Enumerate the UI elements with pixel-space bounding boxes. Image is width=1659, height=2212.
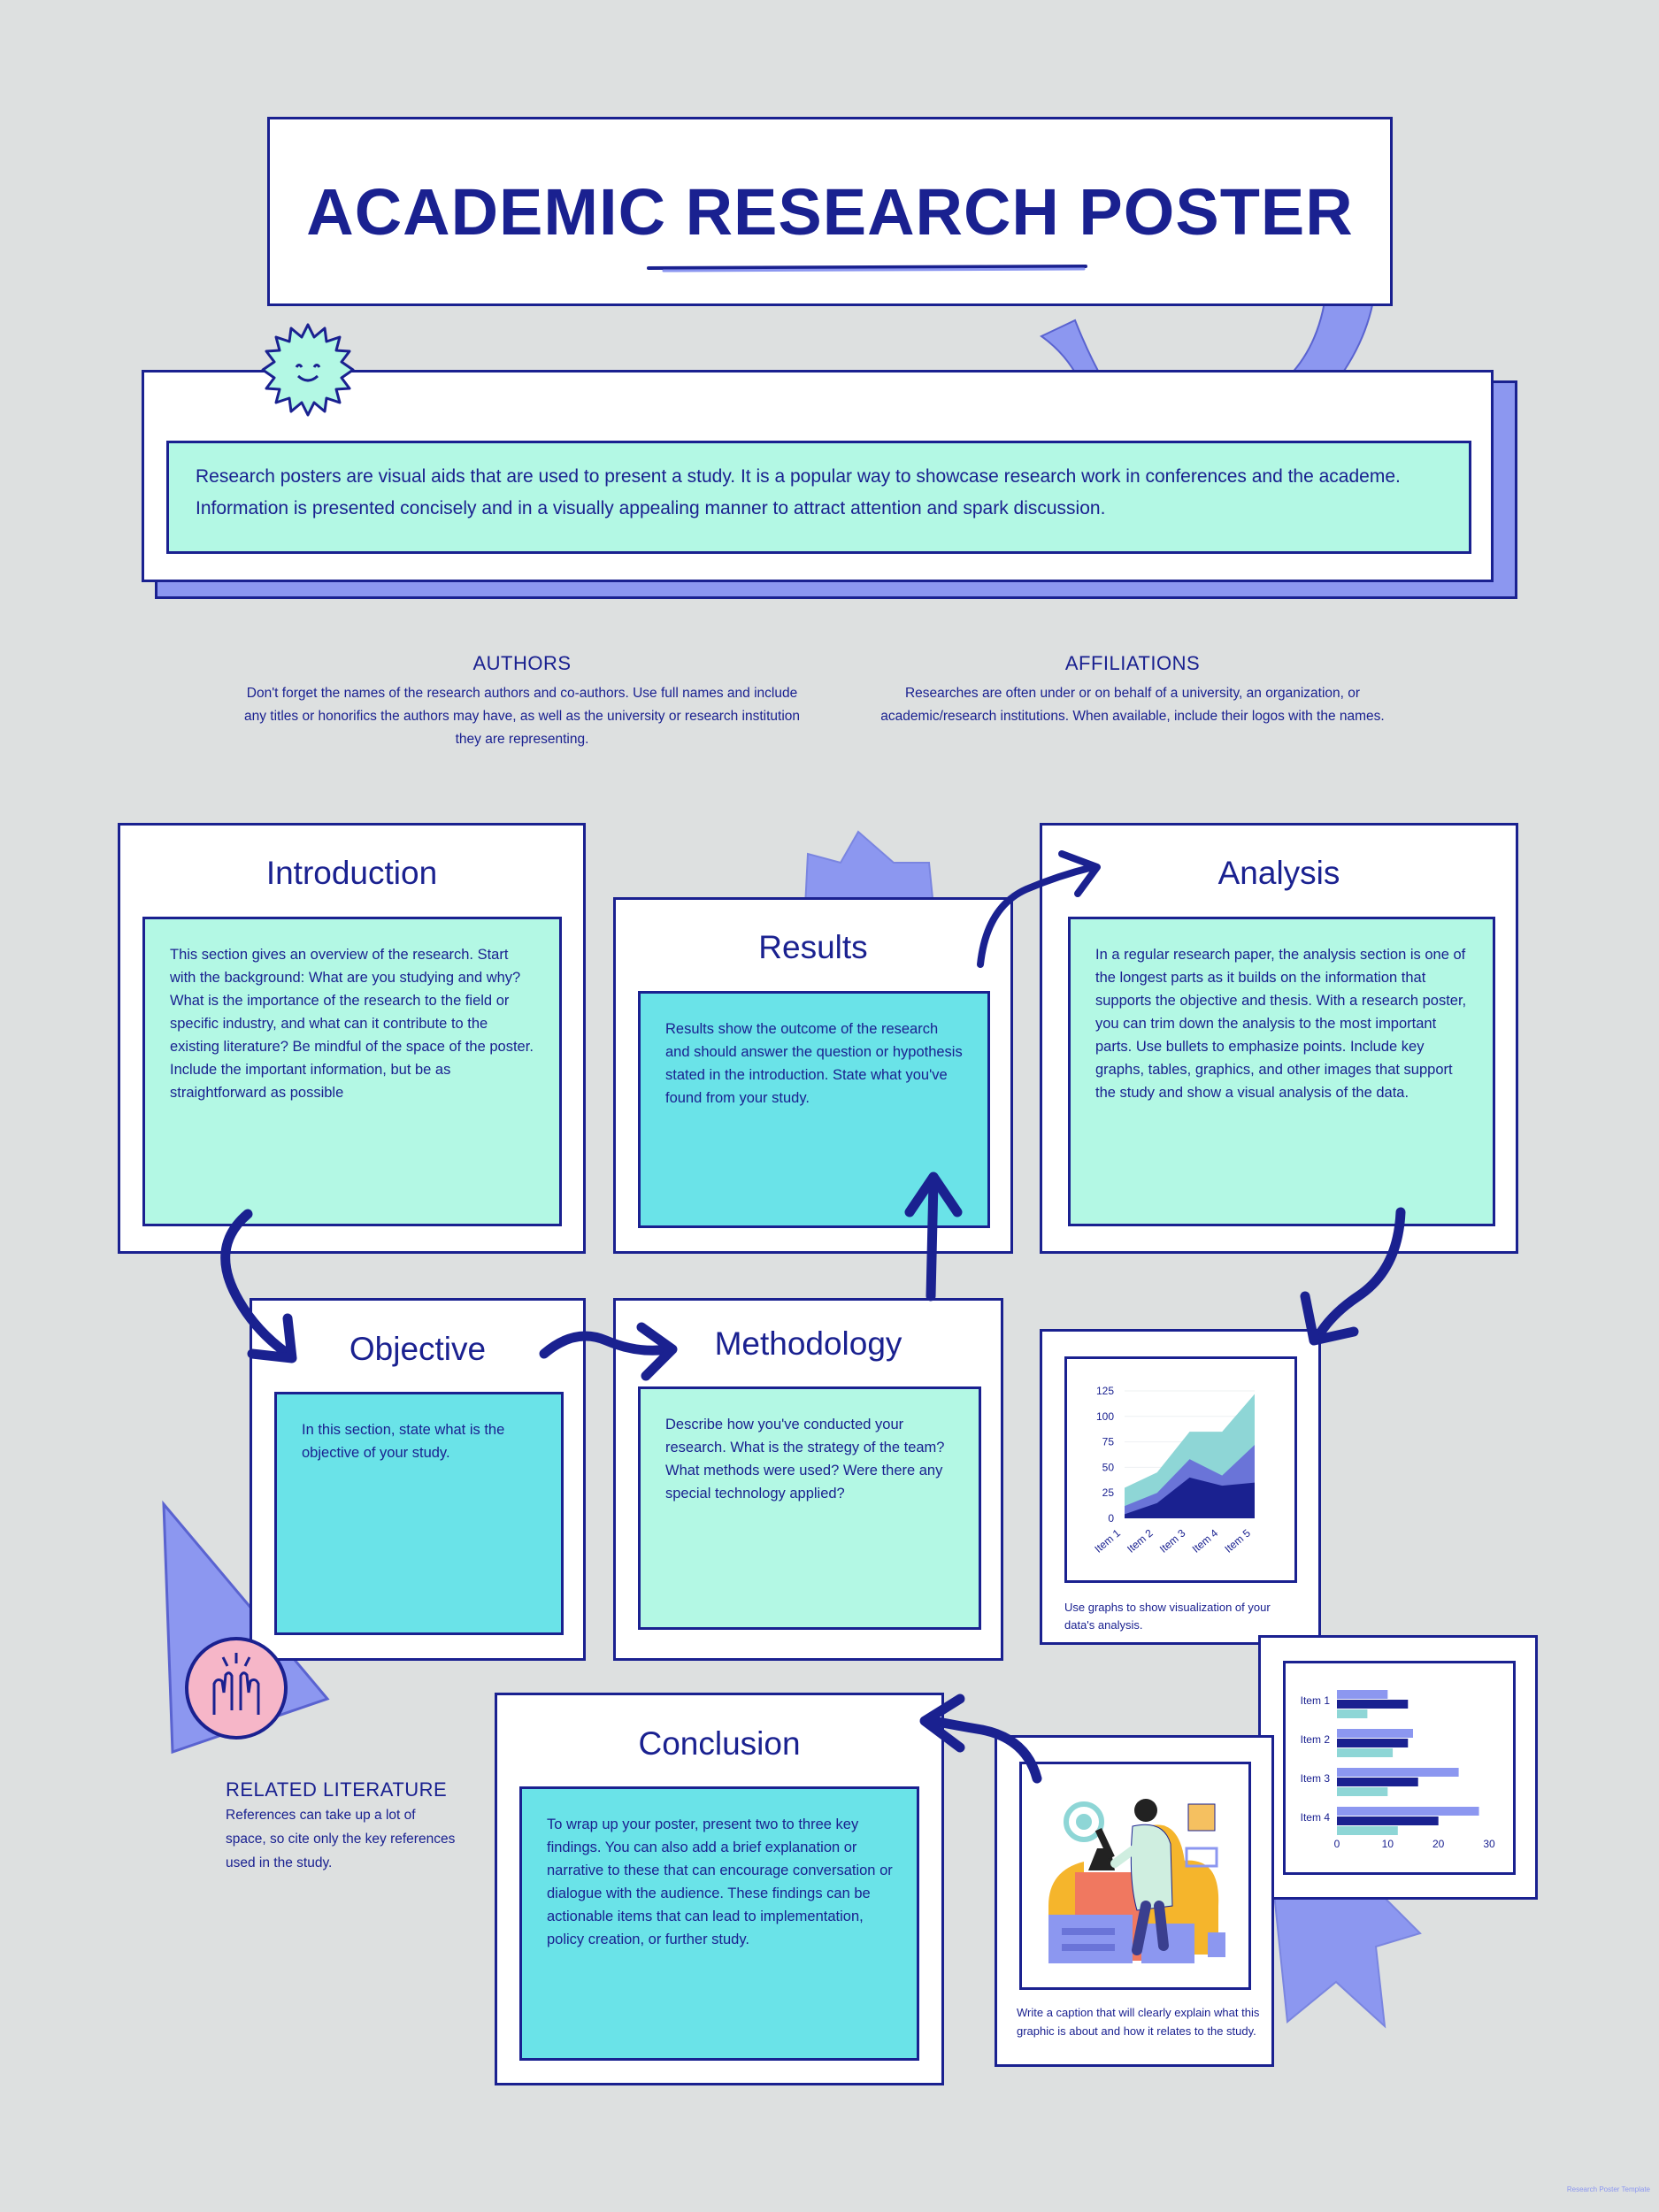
bar-series-2 [1337, 1700, 1409, 1709]
area-x-tick: Item 3 [1157, 1526, 1188, 1555]
related-literature-heading: RELATED LITERATURE [226, 1778, 448, 1801]
objective-box: In this section, state what is the objec… [274, 1392, 564, 1635]
image-caption: Write a caption that will clearly explai… [1017, 2006, 1260, 2038]
analysis-text: In a regular research paper, the analysi… [1095, 947, 1467, 1101]
title-underline [647, 265, 1087, 273]
footer-text: Research Poster Template [1566, 2185, 1650, 2193]
bar-series-1 [1337, 1768, 1459, 1777]
bar-series-2 [1337, 1816, 1439, 1825]
area-y-tick: 75 [1102, 1436, 1115, 1448]
bar-category-label: Item 2 [1301, 1733, 1331, 1746]
scientist-microscope-illustration [1048, 1799, 1225, 1963]
area-y-tick: 100 [1096, 1410, 1114, 1423]
bar-series-3 [1337, 1748, 1394, 1757]
introduction-box: This section gives an overview of the re… [142, 917, 562, 1226]
methodology-card: Methodology Describe how you've conducte… [613, 1298, 1003, 1661]
bar-chart: Item 1 Item 2 Item 3 Item 4 0 10 20 30 [1301, 1690, 1495, 1850]
bar-series-1 [1337, 1807, 1479, 1816]
methodology-title: Methodology [714, 1325, 902, 1362]
introduction-title: Introduction [265, 855, 438, 891]
area-x-tick: Item 1 [1092, 1526, 1123, 1555]
conclusion-text: To wrap up your poster, present two to t… [547, 1816, 893, 1947]
intro-text: Research posters are visual aids that ar… [196, 466, 1401, 518]
arrow-analysis-to-chart [1300, 1207, 1406, 1346]
bar-series-2 [1337, 1739, 1409, 1747]
analysis-title: Analysis [1217, 855, 1340, 891]
conclusion-box: To wrap up your poster, present two to t… [519, 1786, 919, 2061]
arrow-image-to-conclusion [919, 1694, 1042, 1784]
affiliations-heading: AFFILIATIONS [1064, 652, 1201, 674]
area-series-3 [1125, 1477, 1255, 1518]
methodology-box: Describe how you've conducted your resea… [638, 1386, 981, 1630]
bar-series-1 [1337, 1690, 1388, 1699]
bar-series-3 [1337, 1826, 1398, 1835]
bar-series-3 [1337, 1787, 1388, 1796]
related-literature-text: References can take up a lot of space, s… [226, 1808, 456, 1870]
objective-title: Objective [349, 1331, 487, 1367]
conclusion-title: Conclusion [638, 1725, 801, 1762]
sun-sticker-icon [261, 323, 355, 417]
area-x-tick: Item 2 [1125, 1526, 1156, 1555]
illustration-frame [1019, 1762, 1251, 1990]
area-y-tick: 50 [1102, 1461, 1115, 1473]
area-y-tick: 125 [1096, 1385, 1114, 1397]
conclusion-card: Conclusion To wrap up your poster, prese… [495, 1693, 944, 2085]
arrow-methodology-to-results [904, 1171, 963, 1302]
methodology-text: Describe how you've conducted your resea… [665, 1417, 945, 1502]
objective-text: In this section, state what is the objec… [302, 1422, 505, 1461]
area-x-tick: Item 5 [1222, 1526, 1253, 1555]
bar-series-3 [1337, 1709, 1368, 1718]
decor-star-bottom [1272, 1893, 1422, 2029]
analysis-box: In a regular research paper, the analysi… [1068, 917, 1495, 1226]
bar-series-2 [1337, 1778, 1418, 1786]
results-text: Results show the outcome of the research… [665, 1021, 963, 1106]
analysis-card: Analysis In a regular research paper, th… [1040, 823, 1518, 1254]
intro-panel: Research posters are visual aids that ar… [142, 370, 1494, 582]
objective-card: Objective In this section, state what is… [250, 1298, 586, 1661]
title-box: ACADEMIC RESEARCH POSTER [267, 117, 1393, 306]
intro-box: Research posters are visual aids that ar… [166, 441, 1471, 554]
bar-chart-frame: Item 1 Item 2 Item 3 Item 4 0 10 20 30 [1283, 1661, 1516, 1875]
bar-x-tick: 30 [1483, 1838, 1495, 1850]
affiliations-text: Researches are often under or on behalf … [880, 686, 1385, 724]
authors-block: AUTHORS Don't forget the names of the re… [239, 652, 805, 751]
arrow-objective-to-methodology [539, 1322, 678, 1381]
results-card: Results Results show the outcome of the … [613, 897, 1013, 1254]
hands-sticker-icon [185, 1637, 288, 1740]
authors-heading: AUTHORS [472, 652, 572, 674]
bar-category-label: Item 4 [1301, 1811, 1331, 1824]
decor-star-top [803, 830, 935, 908]
area-y-tick: 25 [1102, 1486, 1115, 1499]
introduction-card: Introduction This section gives an overv… [118, 823, 586, 1254]
image-card: Write a caption that will clearly explai… [995, 1735, 1274, 2067]
arrow-results-to-analysis [977, 850, 1101, 968]
bar-chart-card: Item 1 Item 2 Item 3 Item 4 0 10 20 30 [1258, 1635, 1538, 1900]
bar-x-tick: 0 [1334, 1838, 1340, 1850]
area-chart-caption: Use graphs to show visualization of your… [1064, 1601, 1271, 1632]
bar-category-label: Item 1 [1301, 1694, 1331, 1707]
affiliations-block: AFFILIATIONS Researches are often under … [863, 652, 1402, 728]
bar-category-label: Item 3 [1301, 1772, 1331, 1785]
results-title: Results [758, 929, 868, 965]
bar-series-1 [1337, 1729, 1413, 1738]
arrow-intro-to-objective [220, 1209, 297, 1363]
related-literature-block: RELATED LITERATURE References can take u… [226, 1778, 456, 1875]
introduction-text: This section gives an overview of the re… [170, 947, 534, 1101]
authors-text: Don't forget the names of the research a… [243, 686, 801, 747]
bar-x-tick: 10 [1382, 1838, 1394, 1850]
bar-x-tick: 20 [1432, 1838, 1445, 1850]
area-x-tick: Item 4 [1190, 1526, 1221, 1555]
area-y-tick: 0 [1108, 1512, 1114, 1525]
poster-title: ACADEMIC RESEARCH POSTER [306, 175, 1354, 249]
